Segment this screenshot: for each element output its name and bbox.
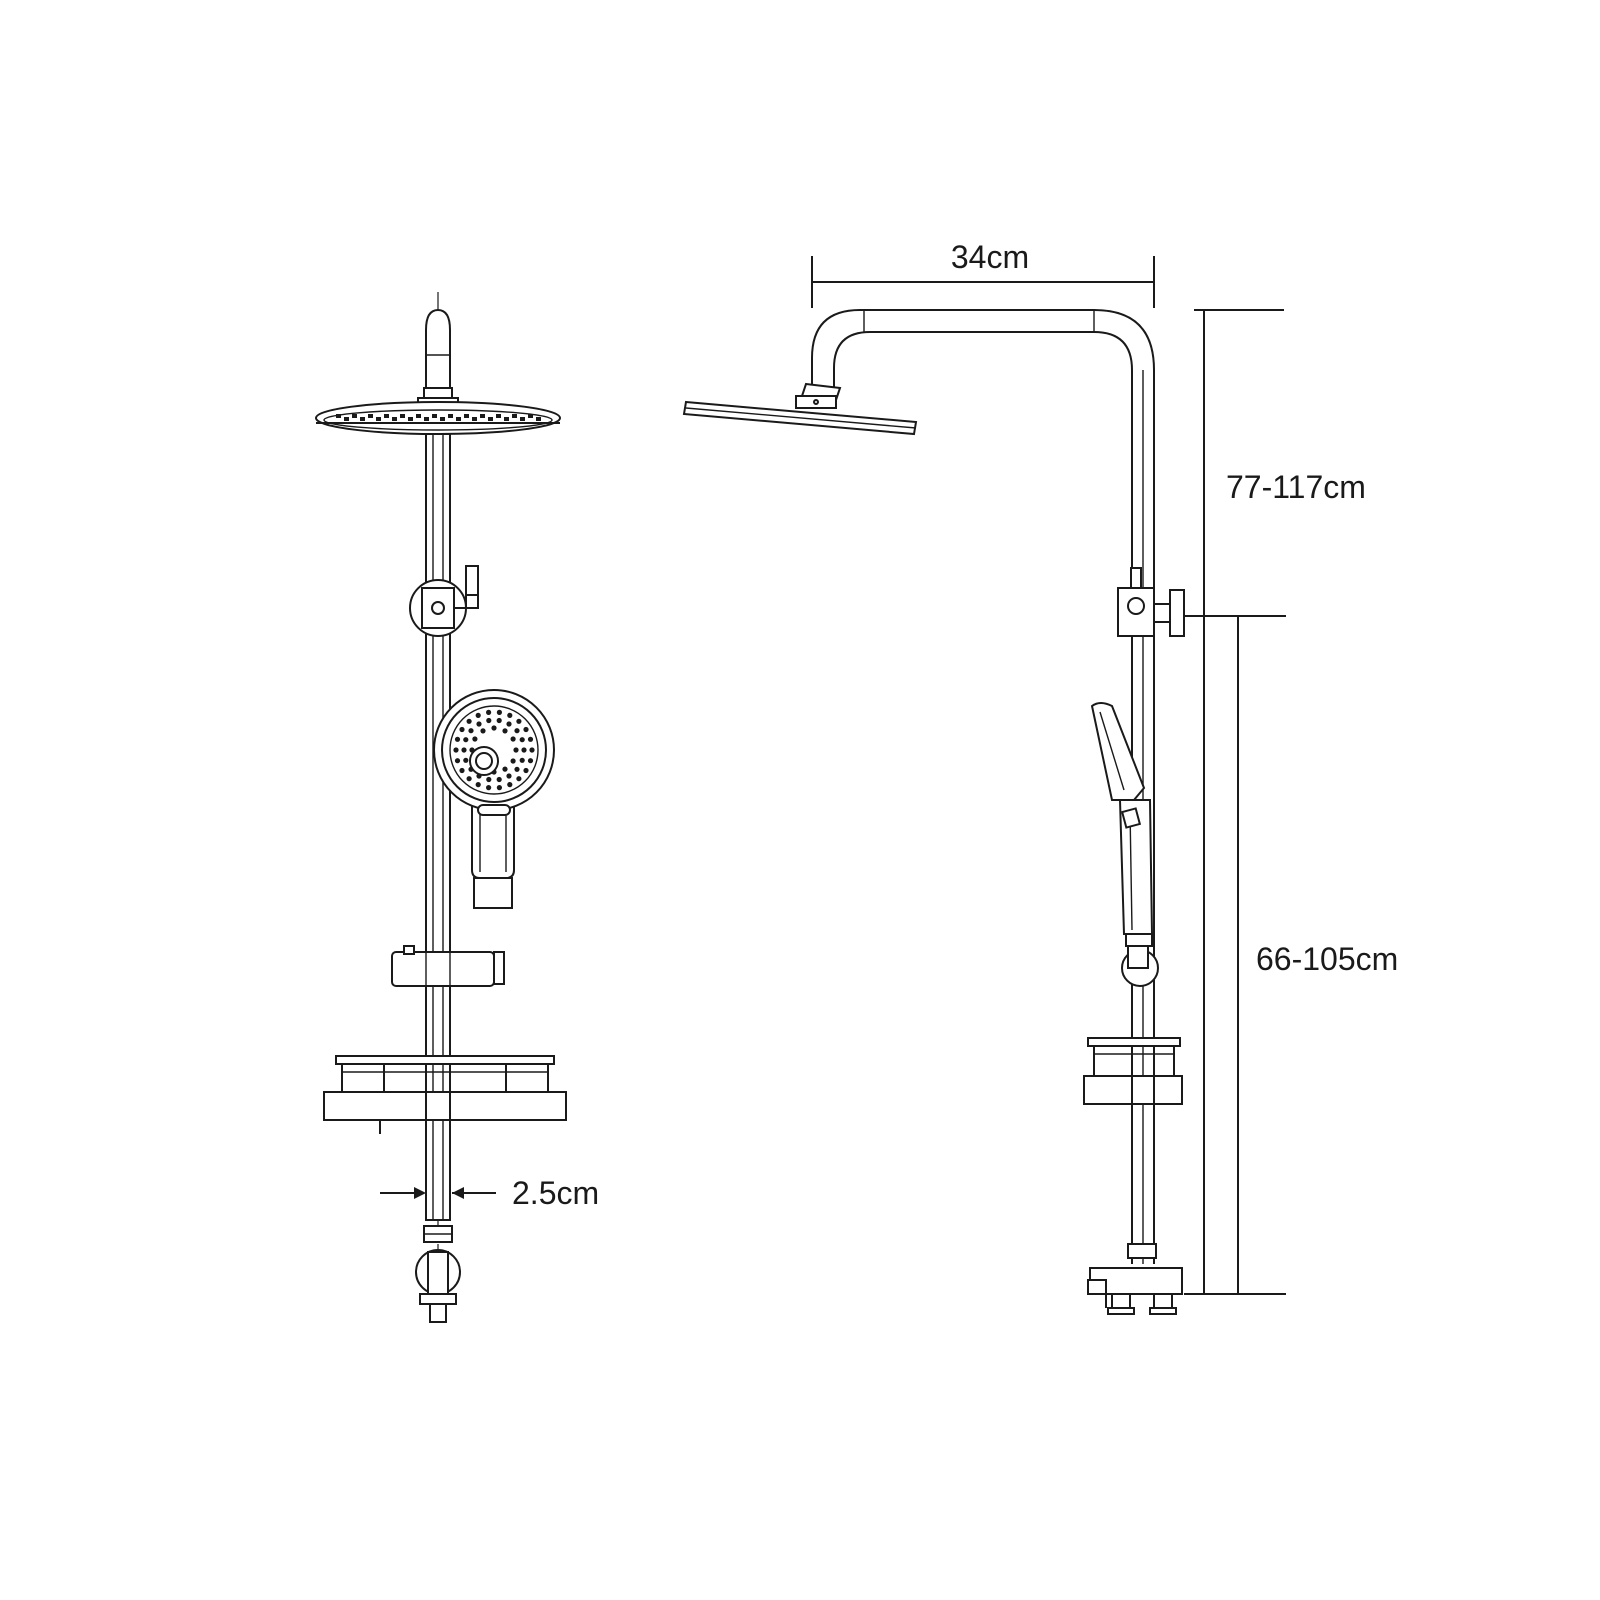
nozzle <box>408 417 413 421</box>
front-rain-shower-head <box>315 401 561 435</box>
nozzle <box>448 414 453 418</box>
nozzle <box>368 414 373 418</box>
nozzle <box>502 728 508 734</box>
nozzle <box>496 785 502 791</box>
nozzle <box>486 776 492 783</box>
side-overhead-arm <box>811 309 1155 1264</box>
nozzle <box>454 758 461 764</box>
nozzle <box>344 417 349 421</box>
nozzle <box>384 414 389 418</box>
nozzle <box>523 767 529 774</box>
side-hand-shower <box>1090 702 1159 987</box>
nozzle <box>520 417 525 421</box>
nozzle <box>454 736 461 742</box>
nozzle <box>529 747 535 753</box>
nozzle <box>376 417 381 421</box>
nozzle <box>480 414 485 418</box>
lower-height-label: 66-105cm <box>1256 941 1398 977</box>
nozzle <box>488 417 493 421</box>
pipe-diameter-dimension <box>380 1187 496 1199</box>
side-soap-shelf <box>1083 1037 1183 1105</box>
nozzle <box>468 728 474 734</box>
nozzle <box>463 757 469 763</box>
nozzle <box>400 414 405 418</box>
nozzle <box>416 414 421 418</box>
nozzle <box>472 417 477 421</box>
upper-height-dimension <box>1194 309 1284 1294</box>
nozzle <box>459 767 465 774</box>
nozzle <box>466 718 472 724</box>
nozzle <box>496 776 502 783</box>
nozzle <box>512 414 517 418</box>
side-view: 34cm 77-117cm 66-105cm <box>682 239 1398 1315</box>
upper-height-label: 77-117cm <box>1226 469 1366 505</box>
pipe-diameter-label: 2.5cm <box>512 1175 599 1211</box>
nozzle <box>392 417 397 421</box>
nozzle <box>514 766 520 772</box>
nozzle <box>472 736 478 742</box>
nozzle <box>519 737 525 743</box>
nozzle <box>523 726 529 733</box>
nozzle <box>510 736 516 742</box>
nozzle <box>510 758 516 764</box>
nozzle <box>506 721 512 727</box>
nozzle <box>336 414 341 418</box>
nozzle <box>456 417 461 421</box>
nozzle <box>507 712 513 719</box>
nozzle <box>528 414 533 418</box>
nozzle <box>516 718 522 724</box>
nozzle <box>516 776 522 782</box>
front-top-rod <box>425 308 451 391</box>
nozzle <box>475 782 481 788</box>
front-slide-holder <box>391 945 505 987</box>
nozzle <box>486 717 492 724</box>
nozzle <box>506 773 512 779</box>
nozzle <box>502 766 508 772</box>
nozzle <box>486 785 492 791</box>
front-head-connector <box>423 387 453 399</box>
nozzle <box>513 747 519 753</box>
side-bottom-mixer <box>1087 1243 1183 1315</box>
nozzle <box>352 414 357 418</box>
front-view: 2.5cm <box>315 292 599 1323</box>
nozzle <box>453 747 459 753</box>
nozzle <box>486 709 492 716</box>
front-diverter-valve <box>409 565 479 637</box>
nozzle <box>504 417 509 421</box>
lower-height-dimension <box>1184 615 1286 1295</box>
nozzle <box>536 417 541 421</box>
nozzle <box>440 417 445 421</box>
nozzle <box>521 747 527 753</box>
nozzle <box>476 721 482 727</box>
nozzle <box>459 726 465 733</box>
nozzle <box>491 725 497 731</box>
nozzle <box>480 728 486 734</box>
nozzle <box>432 414 437 418</box>
nozzle <box>463 737 469 743</box>
nozzle <box>466 776 472 782</box>
arm-length-label: 34cm <box>951 239 1029 275</box>
nozzle <box>519 757 525 763</box>
arm-length-dimension <box>811 256 1155 308</box>
front-main-pipe <box>425 433 451 1221</box>
nozzle <box>496 717 502 724</box>
nozzle <box>496 709 502 716</box>
side-diverter-valve <box>1117 567 1185 637</box>
nozzle <box>424 417 429 421</box>
front-soap-shelf <box>323 1055 567 1134</box>
nozzle <box>514 728 520 734</box>
nozzle <box>464 414 469 418</box>
nozzle <box>507 782 513 788</box>
front-hand-shower <box>433 689 555 909</box>
nozzle <box>461 747 467 753</box>
nozzle <box>496 414 501 418</box>
nozzle <box>360 417 365 421</box>
nozzle <box>527 758 534 764</box>
nozzle <box>527 736 534 742</box>
nozzle <box>475 712 481 719</box>
front-bottom-mixer <box>415 1225 461 1323</box>
